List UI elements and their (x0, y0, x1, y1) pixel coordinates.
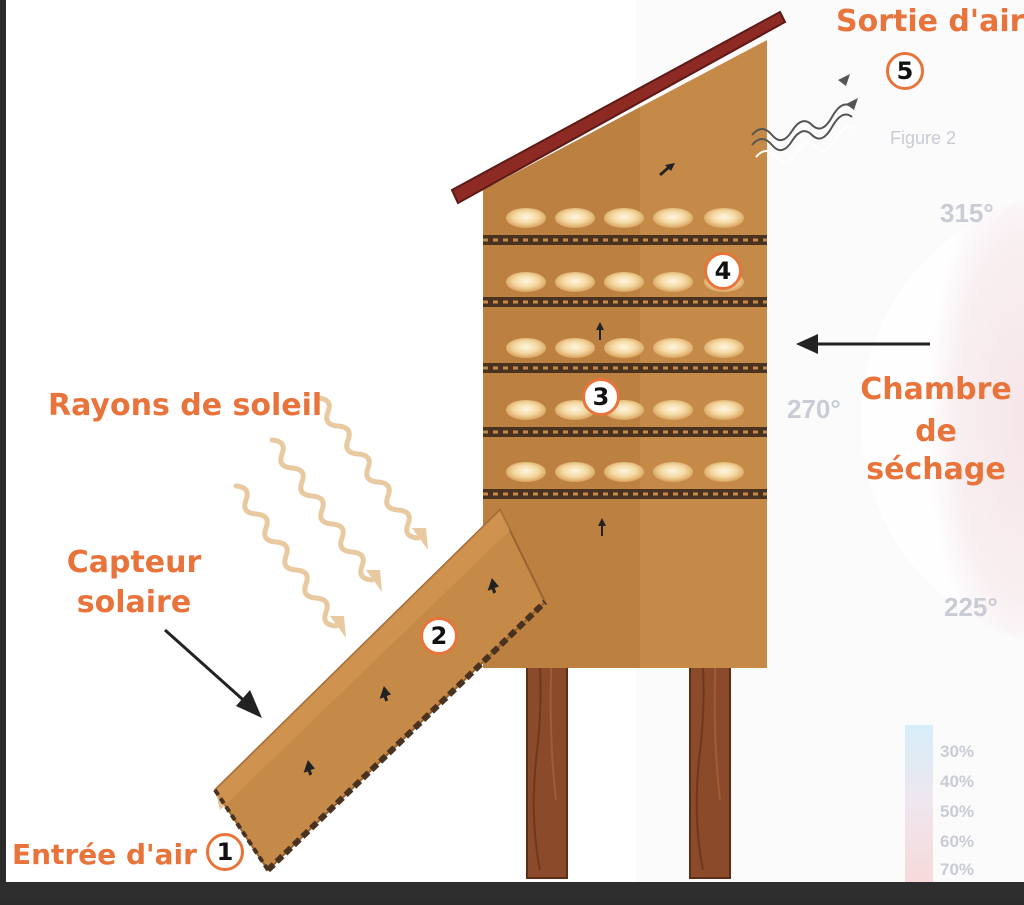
fruit-slice (555, 272, 595, 292)
airflow-arrows-collector (303, 578, 499, 776)
fruit-slice (653, 272, 693, 292)
drying-chamber (450, 10, 787, 668)
fruit-slice (555, 208, 595, 228)
sun-ray-arrowhead (330, 616, 346, 638)
fruit-slice (604, 338, 644, 358)
fruit-slice (506, 272, 546, 292)
percent-30: 30% (940, 742, 975, 761)
roof (450, 10, 787, 205)
arrow-icon (164, 628, 262, 718)
arrow-icon (796, 334, 930, 354)
badge-2: 2 (420, 617, 458, 655)
fruit-slice (604, 462, 644, 482)
fruit-slice (604, 208, 644, 228)
air-outlet-waves (751, 74, 858, 164)
fruit-slice (704, 208, 744, 228)
front-leg (526, 627, 568, 879)
sun-ray-wave-icon (233, 483, 339, 629)
air-inlet-label: Entrée d'air (12, 838, 197, 871)
air-outlet-label: Sortie d'air (836, 4, 1024, 39)
fruit-slice (555, 462, 595, 482)
fruit-slice (506, 400, 546, 420)
airflow-arrows-chamber (596, 163, 675, 536)
air-outlet-wave-icon (751, 113, 853, 152)
airflow-arrow-icon (379, 686, 391, 702)
fruit-slice (506, 208, 546, 228)
angle-225: 225° (944, 592, 998, 622)
percent-scale-bar (905, 725, 933, 882)
ghost-dial (861, 200, 1024, 640)
fruit-slice (653, 400, 693, 420)
angle-315: 315° (940, 198, 994, 228)
bottom-band (0, 882, 1024, 901)
airflow-arrow-icon (596, 322, 604, 340)
collector-label-line2: solaire (76, 585, 192, 620)
badge-5: 5 (886, 52, 924, 90)
fruit-slice (653, 462, 693, 482)
airflow-arrow-icon (598, 518, 606, 536)
airflow-arrow-icon (659, 163, 675, 176)
sun-ray-arrowhead (366, 570, 382, 592)
badge-4: 4 (704, 252, 742, 290)
fruit-slice (653, 208, 693, 228)
figure-label: Figure 2 (890, 128, 957, 148)
fruit-slice (704, 338, 744, 358)
back-leg (689, 627, 731, 879)
percent-60: 60% (940, 832, 975, 851)
airflow-arrow-icon (487, 578, 499, 594)
badge-1: 1 (206, 833, 244, 871)
fruit-slice (555, 338, 595, 358)
collector-label-line1: Capteur (66, 545, 202, 580)
chamber-label-line1: Chambre (860, 372, 1012, 407)
fruit-slice (704, 400, 744, 420)
chamber-label-line3: séchage (866, 452, 1006, 487)
fruit-slice (604, 272, 644, 292)
collector-edge (265, 599, 548, 873)
sun-rays-label: Rayons de soleil (48, 388, 323, 423)
sun-ray-wave-icon (315, 395, 421, 541)
legs (526, 627, 731, 879)
percent-50: 50% (940, 802, 975, 821)
chamber-label-line2: de (915, 414, 957, 449)
percent-40: 40% (940, 772, 975, 791)
air-outlet-wave-icon (751, 103, 853, 142)
pointer-arrows (164, 334, 930, 718)
fruit-slice (704, 462, 744, 482)
fruit-slice (653, 338, 693, 358)
angle-270: 270° (787, 394, 841, 424)
badge-3: 3 (582, 378, 620, 416)
sun-ray-arrowhead (412, 528, 428, 550)
sun-rays (233, 395, 428, 638)
drying-shelves (483, 235, 767, 499)
fruit-slice (506, 338, 546, 358)
airflow-arrow-icon (303, 760, 315, 776)
fruit-slice (506, 462, 546, 482)
sun-ray-wave-icon (269, 437, 375, 583)
percent-70: 70% (940, 860, 975, 879)
solar-collector (213, 508, 548, 873)
